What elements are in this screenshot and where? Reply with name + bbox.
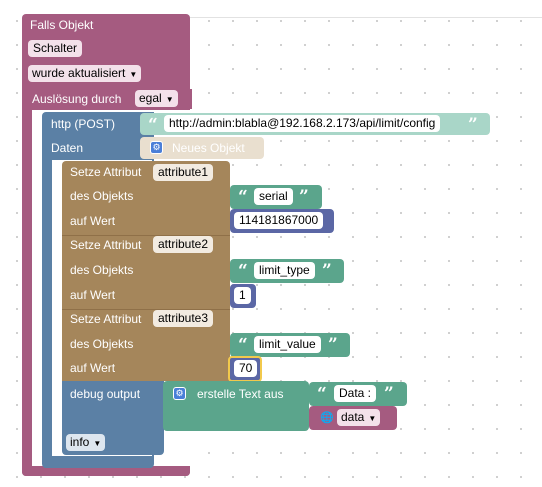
new-object-block[interactable] [140, 137, 264, 159]
chevron-down-icon: ▼ [368, 414, 377, 423]
gear-icon[interactable]: ⚙ [173, 387, 186, 400]
quote-close-icon: ” [468, 115, 478, 135]
condition-value: wurde aktualisiert [32, 66, 126, 80]
attribute-name-field[interactable]: attribute2 [153, 236, 214, 253]
workspace-divider [190, 17, 542, 18]
text-join-block[interactable] [163, 381, 309, 431]
gear-icon[interactable]: ⚙ [150, 141, 163, 154]
set-attribute-label: Setze Attribut [70, 165, 142, 179]
des-objekts-label: des Objekts [70, 337, 134, 351]
globe-icon: 🌐 [320, 412, 334, 424]
condition-dropdown[interactable]: wurde aktualisiert▼ [28, 65, 142, 82]
chevron-down-icon: ▼ [129, 70, 138, 79]
event-title: Falls Objekt [30, 18, 94, 32]
trigger-label: Auslösung durch [32, 92, 122, 106]
auf-wert-label: auf Wert [70, 288, 116, 302]
debug-label: debug output [70, 387, 141, 401]
quote-close-icon: ” [384, 384, 394, 404]
url-field[interactable]: http://admin:blabla@192.168.2.173/api/li… [164, 115, 441, 132]
quote-open-icon: “ [238, 187, 248, 207]
number-field[interactable]: 70 [234, 360, 258, 377]
chevron-down-icon: ▼ [165, 95, 174, 104]
key-field[interactable]: limit_value [254, 336, 321, 353]
quote-open-icon: “ [317, 384, 327, 404]
set-attribute-label: Setze Attribut [70, 312, 142, 326]
data-text-field[interactable]: Data : [334, 385, 377, 402]
http-data-label: Daten [51, 141, 84, 155]
new-object-label: Neues Objekt [172, 141, 245, 155]
key-field[interactable]: limit_type [254, 262, 315, 279]
quote-open-icon: “ [238, 335, 248, 355]
object-field[interactable]: Schalter [28, 40, 83, 57]
quote-close-icon: ” [328, 335, 338, 355]
number-field[interactable]: 1 [234, 287, 251, 304]
http-label: http (POST) [51, 117, 116, 131]
set-attribute-label: Setze Attribut [70, 238, 142, 252]
key-field[interactable]: serial [254, 188, 293, 205]
trigger-dropdown[interactable]: egal▼ [135, 90, 178, 107]
log-level-dropdown[interactable]: info▼ [66, 434, 106, 451]
chevron-down-icon: ▼ [93, 439, 102, 448]
log-level-value: info [70, 435, 90, 449]
des-objekts-label: des Objekts [70, 189, 134, 203]
quote-open-icon: “ [148, 115, 158, 135]
trigger-value: egal [139, 91, 162, 105]
auf-wert-label: auf Wert [70, 361, 116, 375]
attribute-name-field[interactable]: attribute3 [153, 310, 214, 327]
auf-wert-label: auf Wert [70, 214, 116, 228]
quote-close-icon: ” [299, 187, 309, 207]
des-objekts-label: des Objekts [70, 263, 134, 277]
attribute-name-field[interactable]: attribute1 [153, 164, 214, 181]
text-join-label: erstelle Text aus [197, 387, 284, 401]
event-block-foot [22, 466, 190, 476]
variable-dropdown[interactable]: data▼ [337, 409, 381, 426]
quote-close-icon: ” [322, 261, 332, 281]
variable-value: data [341, 410, 365, 424]
quote-open-icon: “ [238, 261, 248, 281]
number-field[interactable]: 114181867000 [234, 212, 324, 229]
